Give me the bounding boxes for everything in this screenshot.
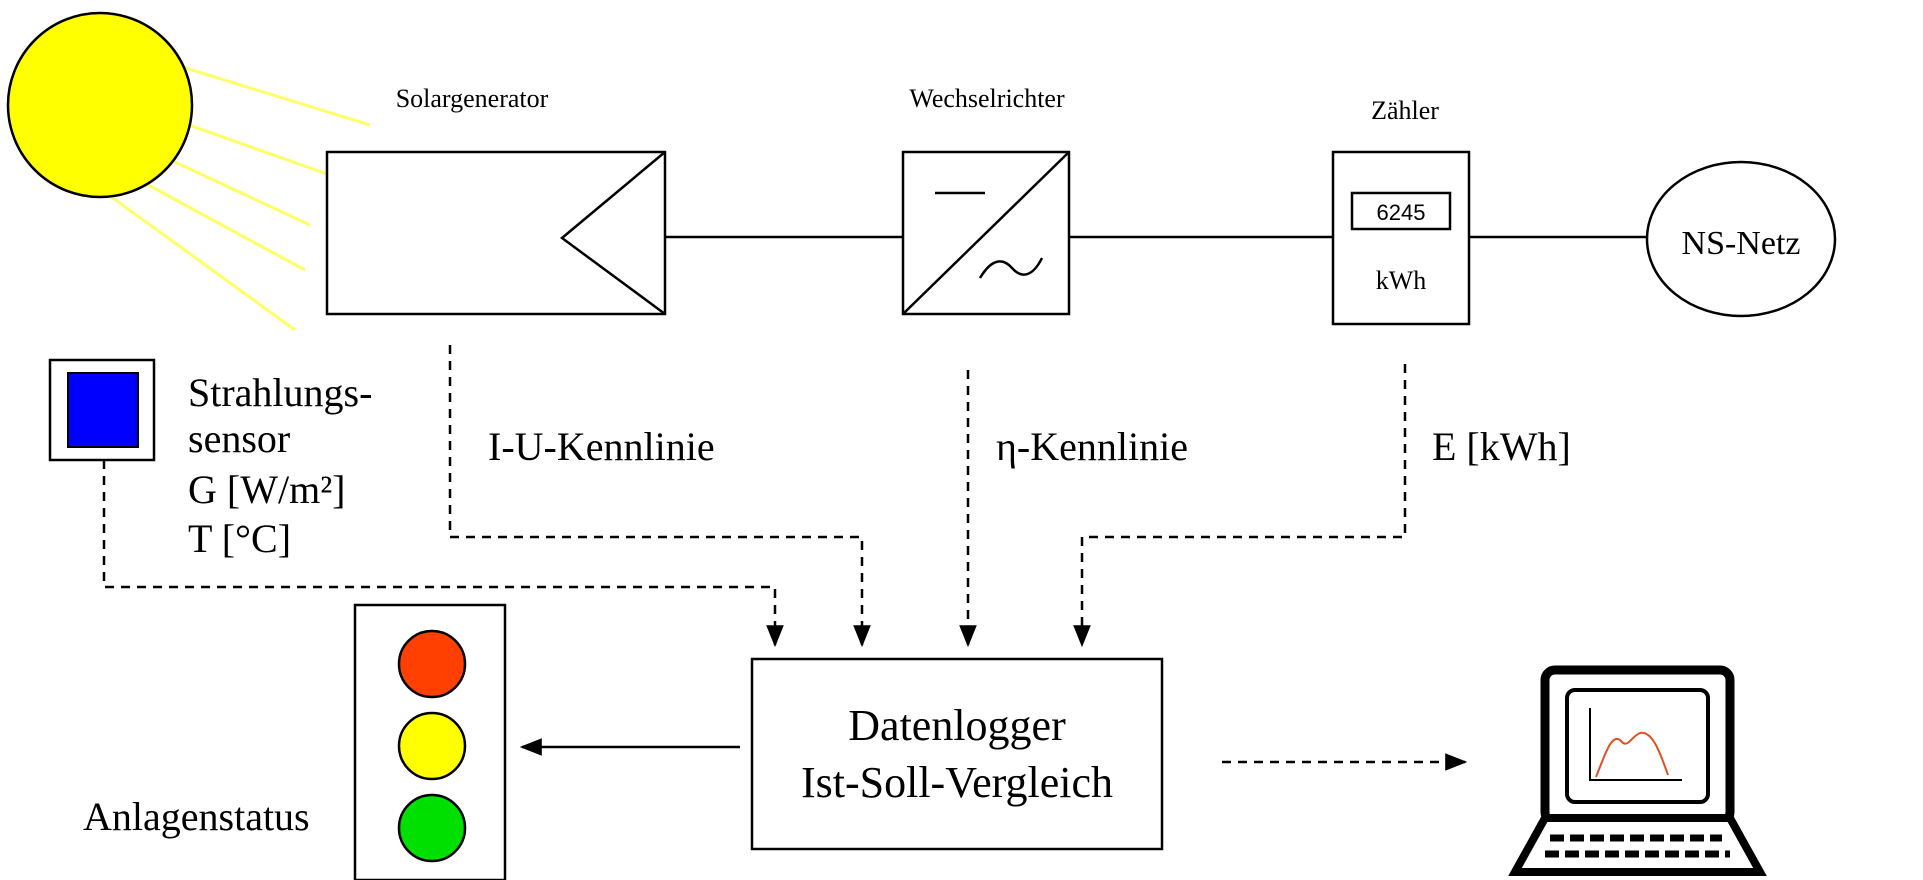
sun-icon [6, 11, 371, 332]
meter-box: 6245 kWh [1331, 150, 1471, 326]
datenlogger-label-line2: Ist-Soll-Vergleich [801, 758, 1113, 807]
meter-reading: 6245 [1377, 200, 1426, 225]
datenlogger-label-line1: Datenlogger [848, 701, 1066, 750]
meter-display [1350, 191, 1452, 231]
iu-kennlinie-label: I-U-Kennlinie [488, 424, 715, 469]
traffic-light-icon [353, 603, 507, 880]
energy-label: E [kWh] [1432, 424, 1571, 469]
inverter-box [901, 150, 1071, 316]
sensor-label-line2: sensor [188, 416, 290, 461]
energy-signal-line [1073, 364, 1407, 648]
meter-unit: kWh [1376, 266, 1427, 295]
radiation-sensor-icon [48, 358, 156, 462]
ns-netz-ellipse [1645, 160, 1837, 318]
eta-kennlinie-label: η-Kennlinie [996, 424, 1188, 469]
solargenerator-label: Solargenerator [396, 84, 549, 113]
sensor-label-line4: T [°C] [188, 516, 291, 561]
screen-chart-curve [1595, 731, 1669, 778]
sun-disc [6, 11, 194, 199]
ns-netz-label: NS-Netz [1682, 225, 1801, 262]
light-red [397, 629, 467, 699]
sensor-label-line1: Strahlungs- [188, 370, 372, 415]
iu-signal-line [448, 345, 871, 648]
pv-module-symbol [559, 151, 666, 316]
laptop-screen [1565, 688, 1710, 804]
screen-chart-axes [1589, 708, 1682, 781]
laptop-keyboard-base [1508, 814, 1767, 876]
zaehler-label: Zähler [1371, 96, 1439, 125]
solar-generator-box [325, 150, 667, 316]
sensor-label-line3: G [W/m²] [188, 467, 346, 512]
light-green [397, 793, 467, 863]
wechselrichter-label: Wechselrichter [909, 84, 1065, 113]
datenlogger-box [750, 657, 1164, 851]
ac-symbol [978, 257, 1044, 279]
light-yellow [397, 711, 467, 781]
anlagenstatus-label: Anlagenstatus [83, 794, 310, 839]
laptop-icon [1508, 665, 1767, 876]
